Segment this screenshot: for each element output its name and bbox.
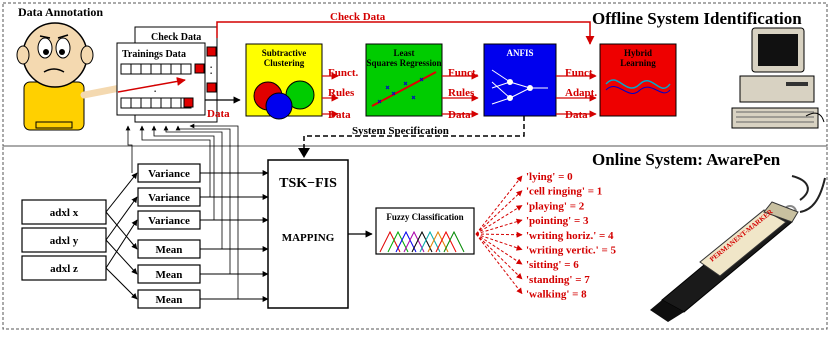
anfis-block [483,43,557,117]
trainings-data-label: Trainings Data [122,49,186,60]
class-arrow-4 [475,231,523,238]
data-label-2: Data [328,109,351,121]
svg-text:.: . [154,78,156,88]
sensor-z: adxl z [50,263,78,275]
data-label-1: Data [207,108,230,120]
class-label-2: 'playing' = 2 [526,200,585,212]
annotator-person-icon [16,22,124,131]
svg-text:.: . [210,66,212,76]
funct-label-3: Funct. [565,67,596,79]
tsk-fis-box [267,159,349,309]
anfis-label: ANFIS [506,48,533,58]
feature-4: Mean [156,269,183,281]
check-data-arrow-label: Check Data [330,11,386,23]
training-sample-rows: . . . . [120,46,217,109]
rules-label-2: Rules [448,87,475,99]
feature-3: Mean [156,244,183,256]
class-arrow-8 [475,233,523,295]
sensor-boxes [21,199,107,281]
feature-to-training-lines [125,123,239,299]
data-label-4: Data [565,109,588,121]
fuzzy-classification-block [375,207,475,255]
feature-tsk-arrows [200,170,269,302]
annotation-arrow [117,76,186,93]
feature-1: Variance [148,192,190,204]
computer-icon [731,27,825,129]
sensor-x: adxl x [50,207,79,219]
class-label-5: 'writing vertic.' = 5 [526,245,616,257]
class-arrow-3 [475,218,523,235]
adapt-label: Adapt. [565,87,597,99]
offline-title: Offline System Identification [592,9,802,28]
class-arrow-1 [475,190,523,235]
feature-boxes [137,163,201,309]
sensor-feature-arrows [105,172,138,300]
class-arrow-5 [475,233,523,251]
class-arrows [475,175,523,295]
subtractive-clustering-block [245,43,323,120]
class-arrow-6 [475,233,523,265]
class-arrow-2 [475,204,523,235]
svg-text:.: . [154,84,156,94]
offline-section-frame [2,2,828,147]
class-label-1: 'cell ringing' = 1 [526,186,602,198]
online-section-frame [2,145,828,330]
sensor-y: adxl y [50,235,79,247]
funct-label-1: Funct. [328,67,359,79]
class-label-8: 'walking' = 8 [526,289,587,301]
class-label-4: 'writing horiz.' = 4 [526,230,614,242]
system-spec-arrowhead [298,148,310,158]
system-spec-label: System Specification [352,125,449,137]
rules-label-1: Rules [328,87,355,99]
class-label-6: 'sitting' = 6 [526,259,579,271]
class-label-0: 'lying' = 0 [526,171,573,183]
funct-label-2: Funct. [448,67,479,79]
class-arrow-7 [475,233,523,280]
anfis-output-arrows [556,72,597,118]
hybrid-learning-block [599,43,677,117]
feature-2: Variance [148,215,190,227]
class-label-7: 'standing' = 7 [526,274,590,286]
check-data-arrow [216,21,595,45]
awarepen-marker-icon [650,175,826,322]
tsk-fis-title: TSK−FIS [279,176,337,191]
feature-0: Variance [148,168,190,180]
check-data-box-label: Check Data [151,32,201,43]
clustering-output-arrows [322,72,339,118]
least-squares-output-arrows [442,72,479,118]
class-arrow-0 [475,175,523,235]
feature-5: Mean [156,294,183,306]
data-label-3: Data [448,109,471,121]
tsk-fis-mapping: MAPPING [282,232,335,244]
data-annotation-label: Data Annotation [18,5,103,19]
fuzzy-classification-label: Fuzzy Classification [386,212,463,222]
class-labels: 'lying' = 0 'cell ringing' = 1 'playing' =… [526,171,616,301]
system-spec-arrow [303,116,525,150]
least-squares-block [365,43,443,117]
svg-text:.: . [210,60,212,70]
class-label-3: 'pointing' = 3 [526,215,589,227]
online-title: Online System: AwarePen [592,150,781,169]
